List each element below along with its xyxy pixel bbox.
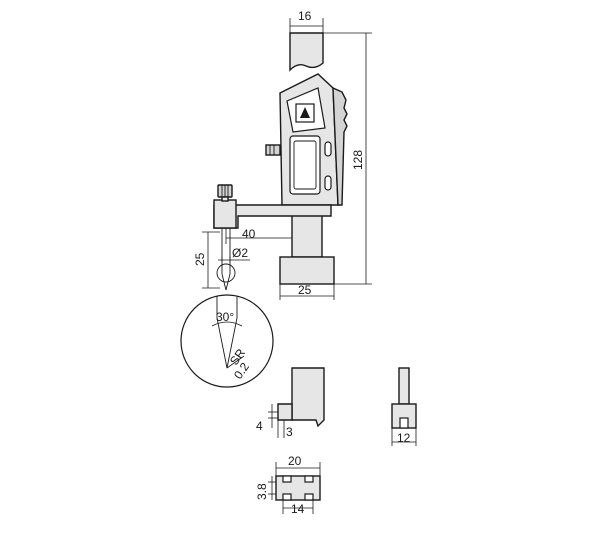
lcd-display bbox=[289, 135, 321, 195]
dim-label: 4 bbox=[256, 419, 263, 433]
dim-label: 20 bbox=[288, 454, 302, 468]
base-block bbox=[279, 256, 335, 285]
tip-angle-label: 30° bbox=[216, 310, 234, 324]
dim-base-width: 25 bbox=[279, 283, 335, 300]
lcd-inner bbox=[293, 140, 317, 190]
serrated-rib bbox=[332, 86, 348, 206]
up-arrow-icon bbox=[300, 107, 310, 118]
dim-arm-reach: 40 bbox=[225, 227, 292, 244]
dim-label: 14 bbox=[291, 502, 305, 516]
dim-label: Ø2 bbox=[232, 246, 248, 260]
dim-label: 12 bbox=[397, 431, 411, 445]
height-gauge-body bbox=[265, 32, 348, 285]
dim-tip-diameter: Ø2 bbox=[218, 246, 250, 262]
dim-label: 40 bbox=[242, 227, 256, 241]
dim-label: 3 bbox=[286, 425, 293, 439]
upper-beam bbox=[289, 32, 324, 72]
dim-tip-length: 25 bbox=[193, 231, 220, 289]
scriber-arm bbox=[213, 184, 332, 291]
base-bottom-view: 20 3.8 14 bbox=[255, 454, 321, 516]
side-view: 12 bbox=[391, 367, 417, 446]
holder-block bbox=[213, 199, 237, 229]
dim-label: 16 bbox=[298, 9, 312, 23]
tip-detail-view: 30° SR 0.2 bbox=[180, 294, 274, 388]
dim-body-width: 16 bbox=[289, 9, 324, 33]
dim-label: 25 bbox=[298, 283, 312, 297]
detail-circle bbox=[180, 294, 274, 388]
dim-label: 25 bbox=[193, 252, 207, 266]
dim-label: 3.8 bbox=[255, 483, 269, 500]
dim-label: 128 bbox=[351, 150, 365, 170]
detail-marker bbox=[216, 263, 236, 283]
dim-overall-height: 128 bbox=[323, 32, 372, 285]
locking-screw bbox=[265, 144, 281, 156]
jaw-front-view: 4 3 bbox=[256, 367, 325, 439]
side-button-top bbox=[324, 141, 332, 157]
side-button-bottom bbox=[324, 175, 332, 191]
